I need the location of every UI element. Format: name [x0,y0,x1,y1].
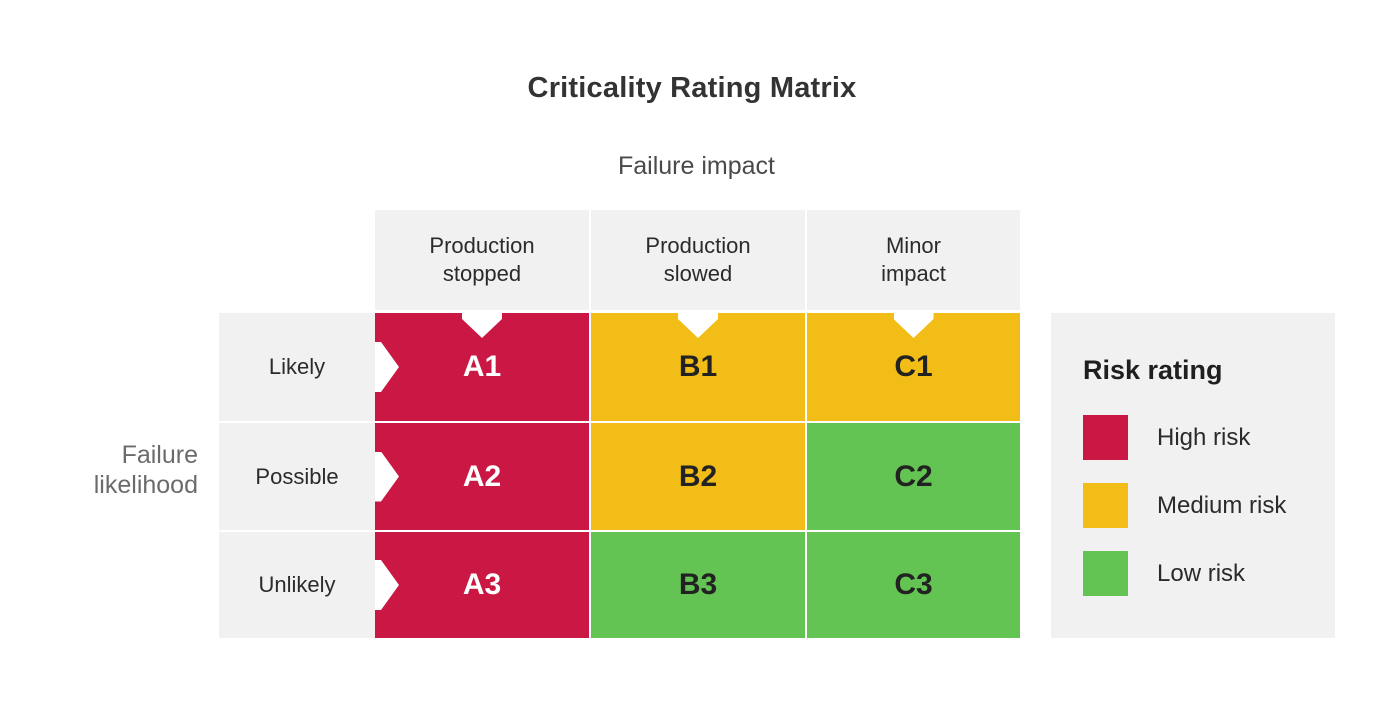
matrix-cell-label: C2 [894,459,933,493]
legend-swatch-high-risk [1083,415,1128,460]
legend-item-low-risk: Low risk [1083,551,1245,596]
matrix-cell-label: A1 [462,350,502,383]
row-header-2: Unlikely [219,532,375,638]
chevron-right-icon [375,560,399,610]
matrix-cell-label: B2 [678,459,718,493]
legend-swatch-low-risk [1083,551,1128,596]
page-title: Criticality Rating Matrix [527,72,857,104]
y-axis-title-line-2: likelihood [93,471,198,499]
legend-panel: Risk rating High risk Medium risk Low ri… [1051,313,1335,638]
row-header-0: Likely [219,313,375,421]
matrix-cell-a3[interactable]: A3 [375,532,589,638]
matrix-cell-label: A3 [462,568,502,601]
matrix-cell-c2[interactable]: C2 [807,423,1020,530]
matrix-cell-b2[interactable]: B2 [591,423,805,530]
matrix-cell-label: C1 [894,350,933,383]
matrix-cell-b3[interactable]: B3 [591,532,805,638]
legend-swatch-medium-risk [1083,483,1128,528]
legend-item-medium-risk: Medium risk [1083,483,1286,528]
chevron-down-icon [893,313,934,338]
chevron-down-icon [678,313,718,338]
matrix-cell-label: B3 [678,568,718,601]
matrix-cell-c1[interactable]: C1 [807,313,1020,421]
legend-item-high-risk: High risk [1083,415,1250,460]
matrix-cell-label: C3 [894,568,933,601]
y-axis-title-line-1: Failure [121,441,198,469]
chevron-right-icon [375,342,399,392]
matrix-cell-c3[interactable]: C3 [807,532,1020,638]
matrix-cell-label: B1 [678,350,718,383]
legend-label-high-risk: High risk [1157,423,1251,451]
chevron-down-icon [462,313,502,338]
matrix-cell-a1[interactable]: A1 [375,313,589,421]
legend-label-medium-risk: Medium risk [1157,491,1287,519]
row-header-1: Possible [219,423,375,530]
chevron-right-icon [375,451,399,502]
matrix-cell-label: A2 [462,459,502,493]
y-axis-title: Failure likelihood [18,440,198,500]
legend-label-low-risk: Low risk [1157,559,1246,587]
matrix-cell-b1[interactable]: B1 [591,313,805,421]
x-axis-title: Failure impact [618,152,775,180]
legend-title: Risk rating [1083,355,1223,385]
matrix-cell-a2[interactable]: A2 [375,423,589,530]
